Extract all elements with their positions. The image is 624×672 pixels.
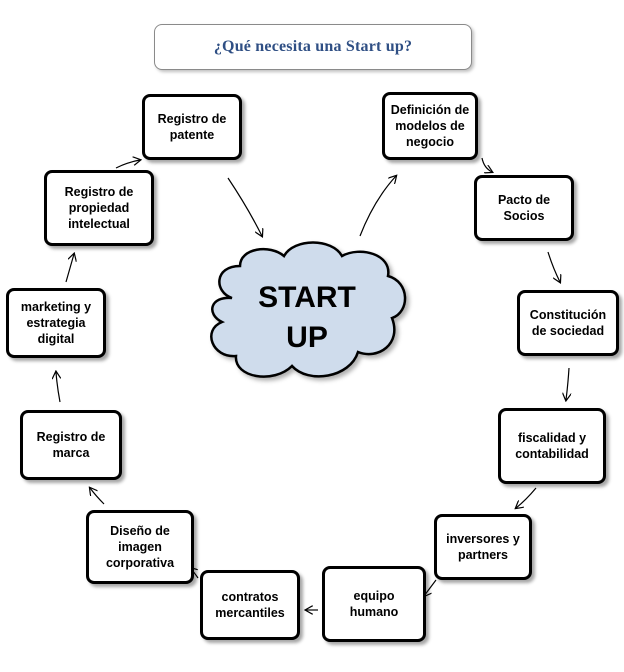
arrow-pacto-to-constitucion: [547, 251, 560, 282]
node-registro-patente: Registro de patente: [142, 94, 242, 160]
arrow-definicion-to-pacto: [481, 157, 492, 172]
node-equipo-humano: equipo humano: [322, 566, 426, 642]
arrow-fiscalidad-to-inversores: [516, 487, 537, 508]
node-inversores-partners: inversores y partners: [434, 514, 532, 580]
diagram-title: ¿Qué necesita una Start up?: [154, 24, 472, 70]
arrow-startup-to-definicion: [359, 176, 396, 237]
arrow-marca-to-marketing: [56, 372, 60, 403]
arrow-propiedad-to-patente: [115, 160, 140, 169]
node-registro-propiedad-intelectual: Registro de propiedad intelectual: [44, 170, 154, 246]
node-marketing-estrategia-digital: marketing y estrategia digital: [6, 288, 106, 358]
node-contratos-mercantiles: contratos mercantiles: [200, 570, 300, 640]
arrow-diseno-to-marca: [90, 488, 105, 505]
start-up-label: START UP: [258, 281, 356, 354]
node-fiscalidad-contabilidad: fiscalidad y contabilidad: [498, 408, 606, 484]
node-pacto-socios: Pacto de Socios: [474, 175, 574, 241]
arrow-constitucion-to-fiscalidad: [566, 367, 569, 400]
arrow-marketing-to-propiedad: [65, 254, 74, 283]
node-definicion-modelos-negocio: Definición de modelos de negocio: [382, 92, 478, 160]
start-up-cloud: [210, 241, 407, 378]
node-constitucion-sociedad: Constitución de sociedad: [517, 290, 619, 356]
node-diseno-imagen-corporativa: Diseño de imagen corporativa: [86, 510, 194, 584]
node-registro-marca: Registro de marca: [20, 410, 122, 480]
arrow-patente-to-startup: [227, 177, 262, 236]
